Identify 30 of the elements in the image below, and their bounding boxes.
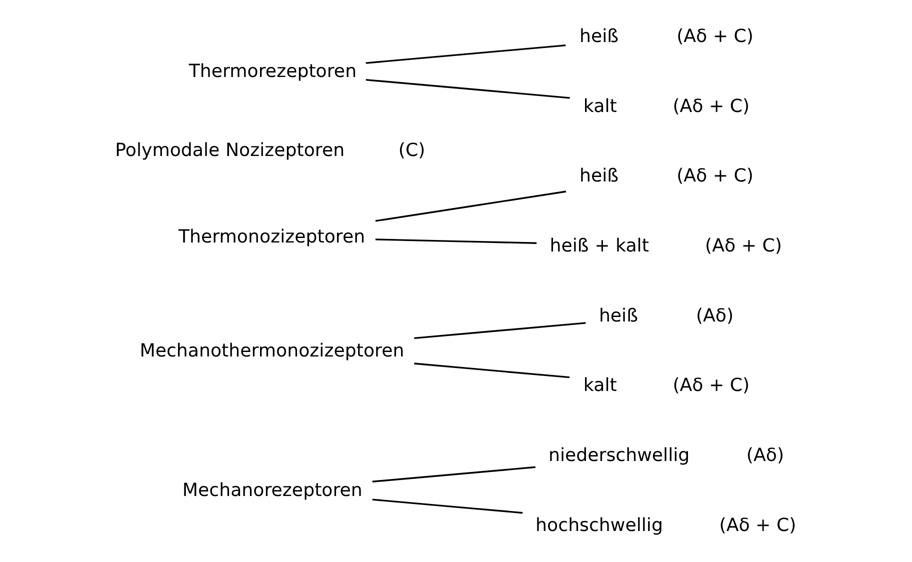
connector — [375, 238, 537, 244]
node-text: kalt — [583, 375, 617, 396]
node-text: kalt — [583, 96, 617, 117]
node-label: (Aδ) — [746, 445, 784, 466]
connector — [414, 362, 570, 378]
node-label: (C) — [398, 140, 426, 161]
connector — [372, 498, 523, 514]
node-text: niederschwellig — [548, 445, 690, 466]
node-text: Mechanorezeptoren — [182, 480, 362, 502]
node-label: (Aδ + C) — [672, 96, 750, 117]
node-text: Thermonozizeptoren — [178, 226, 366, 248]
node-label: (Aδ + C) — [705, 236, 782, 257]
connector — [375, 190, 566, 222]
node-text: Thermorezeptoren — [188, 60, 357, 82]
node-text: heiß + kalt — [550, 236, 649, 257]
node-text: heiß — [580, 26, 619, 47]
node-label: (Aδ + C) — [676, 26, 754, 47]
connector — [372, 466, 536, 482]
node-text: Mechanothermonozizeptoren — [140, 340, 404, 362]
node-text: hochschwellig — [536, 514, 663, 536]
connector — [366, 44, 566, 64]
node-text: heiß — [598, 305, 638, 326]
node-label: (Aδ + C) — [719, 514, 796, 536]
connector — [366, 78, 570, 99]
node-label: (Aδ) — [696, 305, 734, 326]
node-label: (Aδ + C) — [672, 375, 750, 396]
node-text: heiß — [580, 166, 619, 187]
node-label: (Aδ + C) — [676, 166, 754, 187]
connector — [414, 322, 586, 340]
node-text: Polymodale Nozizeptoren — [115, 140, 345, 161]
